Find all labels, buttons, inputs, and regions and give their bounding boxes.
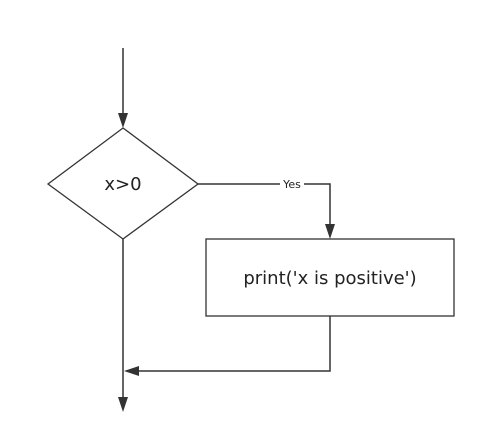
yes-edge-label: Yes — [282, 178, 301, 191]
decision-node: x>0 — [46, 127, 200, 240]
yes-edge-arrowhead — [325, 224, 335, 239]
exit-edge — [118, 239, 128, 412]
decision-text: x>0 — [104, 174, 141, 195]
merge-edge-arrowhead — [124, 366, 139, 376]
exit-edge-arrowhead — [118, 397, 128, 412]
merge-edge — [124, 316, 331, 376]
entry-edge-arrowhead — [118, 113, 128, 128]
yes-edge-line — [198, 183, 331, 225]
entry-edge — [118, 48, 128, 128]
yes-edge: Yes — [198, 177, 335, 239]
yes-edge-label-bg — [280, 177, 304, 191]
process-node: print('x is positive') — [205, 238, 455, 317]
process-rectangle — [205, 238, 455, 317]
process-text: print('x is positive') — [243, 268, 416, 289]
merge-edge-line — [138, 316, 331, 372]
